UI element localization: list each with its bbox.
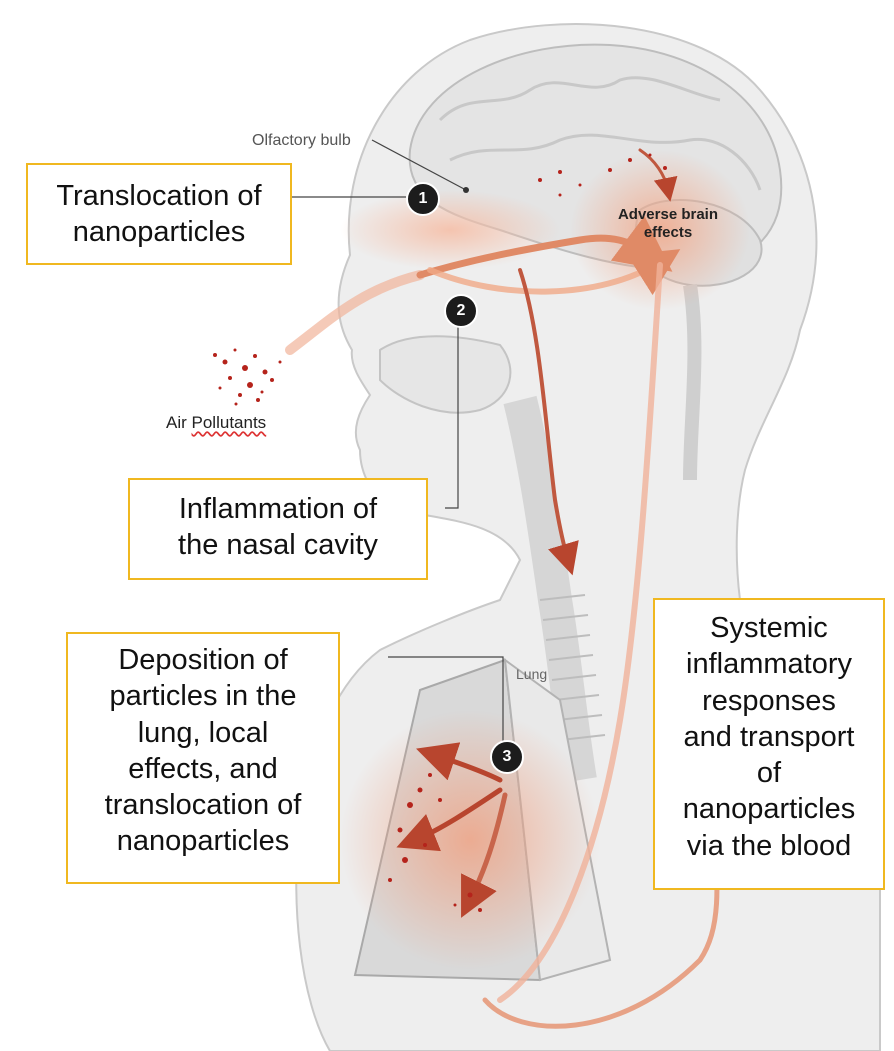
air-pollutant-particles xyxy=(213,349,282,406)
olfactory-bulb-dot xyxy=(463,187,469,193)
callout-line: Systemic xyxy=(655,610,883,646)
callout-line: responses xyxy=(655,683,883,719)
step-marker-2: 2 xyxy=(444,294,478,328)
callout-line: Deposition of xyxy=(68,642,338,678)
nasal-glow xyxy=(340,190,560,270)
callout-line: effects, and xyxy=(68,751,338,787)
air-pollutants-label: Air Pollutants xyxy=(166,413,266,433)
callout-line: of xyxy=(655,755,883,791)
nasal-inflammation-callout: Inflammation of the nasal cavity xyxy=(128,478,428,580)
callout-line: via the blood xyxy=(655,828,883,864)
callout-line: lung, local xyxy=(68,715,338,751)
step-marker-3: 3 xyxy=(490,740,524,774)
air-label-word: Air xyxy=(166,413,187,432)
lung-label: Lung xyxy=(516,666,547,682)
callout-line: inflammatory xyxy=(655,646,883,682)
adverse-brain-line-1: Adverse brain xyxy=(618,206,718,223)
callout-line: nanoparticles xyxy=(68,823,338,859)
lung-inflammation-glow xyxy=(340,710,600,970)
callout-line: particles in the xyxy=(68,678,338,714)
step-marker-1: 1 xyxy=(406,182,440,216)
callout-line: and transport xyxy=(655,719,883,755)
callout-line: Translocation of xyxy=(28,178,290,214)
adverse-brain-line-2: effects xyxy=(644,224,692,241)
callout-line: nanoparticles xyxy=(655,791,883,827)
callout-line: the nasal cavity xyxy=(130,527,426,563)
pollutants-label-word: Pollutants xyxy=(192,413,267,432)
lung-deposition-callout: Deposition of particles in the lung, loc… xyxy=(66,632,340,884)
systemic-inflammation-callout: Systemic inflammatory responses and tran… xyxy=(653,598,885,890)
callout-line: nanoparticles xyxy=(28,214,290,250)
callout-line: translocation of xyxy=(68,787,338,823)
callout-line: Inflammation of xyxy=(130,491,426,527)
translocation-callout: Translocation of nanoparticles xyxy=(26,163,292,265)
adverse-brain-effects-label: Adverse brain effects xyxy=(608,206,728,242)
olfactory-bulb-label: Olfactory bulb xyxy=(252,132,351,150)
